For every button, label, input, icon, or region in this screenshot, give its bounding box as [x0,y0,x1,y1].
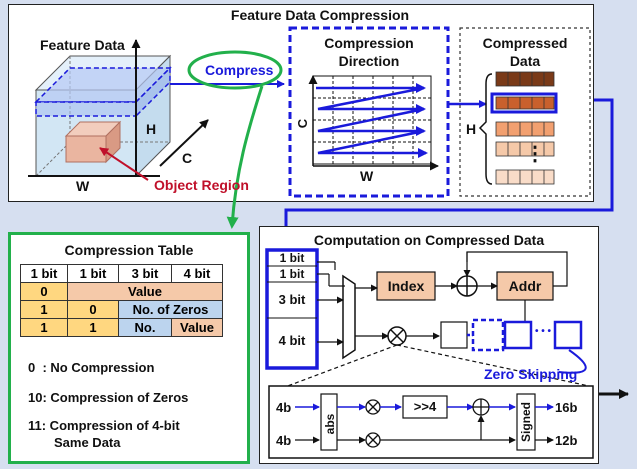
out-register-3 [503,320,533,350]
compressed-data-box [459,27,591,197]
table-cell: 0 [67,300,119,319]
table-row: 0 Value [20,282,223,301]
bit-stack-outline [265,248,319,370]
dir-axis-c-label: C [295,118,311,129]
axis-c-label: C [182,150,193,166]
computation-diagram [265,248,594,459]
bit-label-2: 1 bit [279,267,305,281]
axis-h-label: H [146,121,157,137]
compress-ellipse [187,50,283,90]
direction-box [288,26,450,198]
axis-c-line [159,119,209,167]
header-cell: 3 bit [118,264,172,283]
feature-cube [34,54,172,178]
feature-data-label: Feature Data [40,37,125,53]
object-region-label: Object Region [154,177,249,193]
index-box [376,271,436,301]
axis-w-label: W [76,178,90,194]
index-label: Index [387,278,425,294]
legend-line-4: Same Data [54,435,121,450]
out-register-1 [440,321,468,349]
table-row: 1 0 No. of Zeros [20,300,223,319]
bit-label-4: 4 bit [278,333,306,348]
signed-box [516,393,536,451]
table-cell: No. of Zeros [118,300,223,319]
abs-label: abs [323,413,337,435]
direction-title-1: Compression [324,35,414,51]
table-row: 1 bit 1 bit 3 bit 4 bit [20,264,223,283]
compression-table-title: Compression Table [64,242,194,258]
signed-label: Signed [519,402,533,443]
zero-skipping-arc [558,349,587,374]
compression-table: 1 bit 1 bit 3 bit 4 bit 0 Value 1 0 No. … [20,264,223,337]
detail-in1-label: 4b [276,400,292,415]
out-register-4 [553,320,583,350]
feature-data-diagram [28,26,591,198]
addr-label: Addr [508,278,542,294]
compressed-title-1: Compressed [482,35,568,51]
object-region-arrow [99,147,149,181]
out-register-2 [471,318,505,352]
zero-skipping-label: Zero Skipping [484,366,578,382]
legend-line-3: 11: Compression of 4-bit [28,418,180,433]
compress-label: Compress [205,62,274,78]
detail-out1-label: 16b [555,400,578,415]
computation-title: Computation on Compressed Data [313,232,545,248]
compressed-title-2: Data [509,53,541,69]
detail-out2-label: 12b [555,433,578,448]
addr-box [496,271,554,301]
table-cell: 1 [20,318,68,337]
detail-in2-label: 4b [276,433,292,448]
mux [342,274,356,360]
feature-compression-title: Feature Data Compression [230,7,410,23]
compressed-to-compute-arrow [282,98,614,241]
header-cell: 4 bit [171,264,223,283]
compressed-blocks [478,71,558,185]
table-cell: 1 [20,300,68,319]
header-cell: 1 bit [20,264,68,283]
table-row: 1 1 No. Value [20,318,223,337]
table-cell: 1 [67,318,119,337]
table-cell: Value [67,282,223,301]
table-cell: 0 [20,282,68,301]
table-cell: Value [171,318,223,337]
table-cell: No. [118,318,172,337]
register-dots: • • • [534,326,552,337]
direction-title-2: Direction [338,53,400,69]
header-cell: 1 bit [67,264,119,283]
legend-line-1: 0 : No Compression [28,360,155,375]
bit-label-3: 3 bit [278,292,306,307]
dir-axis-w-label: W [360,168,374,184]
abs-box [320,393,338,451]
shift-label: >>4 [413,399,437,414]
bit-label-1: 1 bit [279,251,305,265]
legend-line-2: 10: Compression of Zeros [28,390,189,405]
compressed-dots: ⋮ [525,143,545,165]
compressed-axis-h-label: H [466,121,477,137]
